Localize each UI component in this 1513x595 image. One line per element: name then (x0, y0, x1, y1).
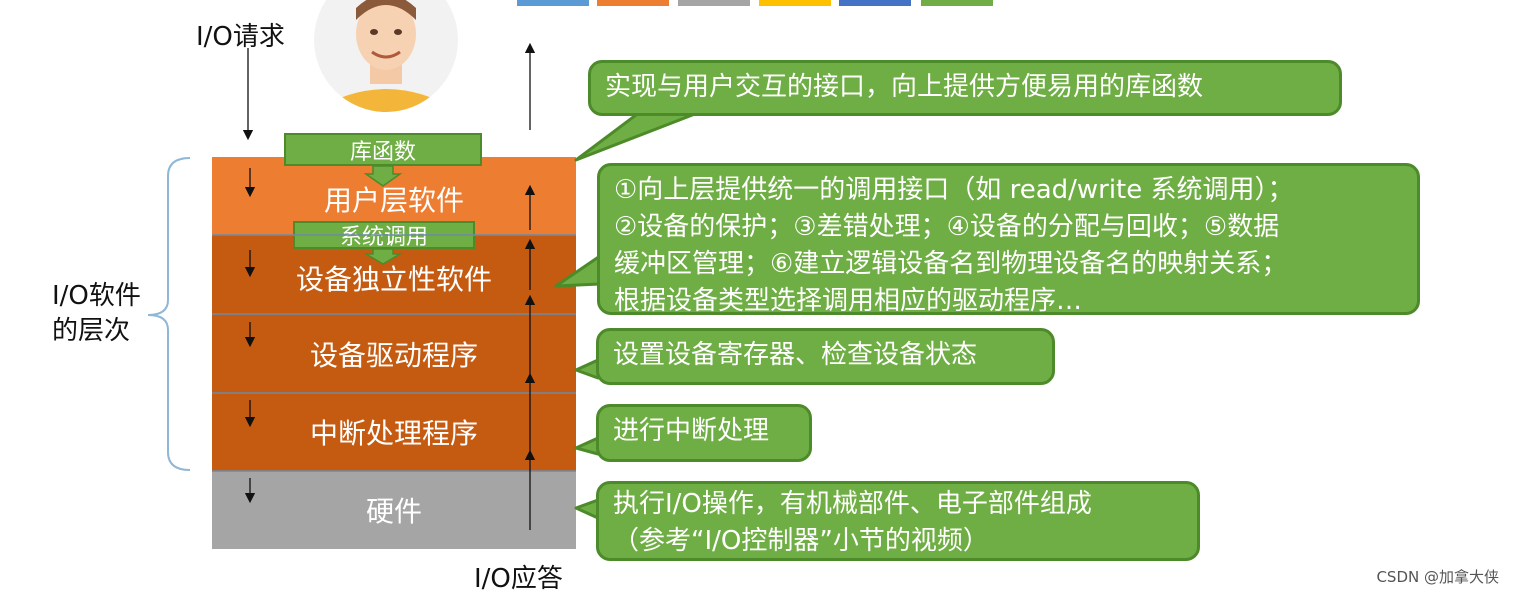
callout-interrupt: 进行中断处理 (596, 404, 812, 462)
watermark-text: CSDN @加拿大侠 (1376, 566, 1499, 587)
callout-line: （参考“I/O控制器”小节的视频） (613, 523, 1183, 560)
callout-line: ①向上层提供统一的调用接口（如 read/write 系统调用）； (614, 172, 1403, 209)
callout-line: 执行I/O操作，有机械部件、电子部件组成 (613, 486, 1183, 523)
callout-line: 缓冲区管理；⑥建立逻辑设备名到物理设备名的映射关系； (614, 246, 1403, 283)
callout-device-independent: ①向上层提供统一的调用接口（如 read/write 系统调用）； ②设备的保护… (597, 163, 1420, 315)
callout-line: 进行中断处理 (613, 413, 795, 450)
callout-line: 实现与用户交互的接口，向上提供方便易用的库函数 (605, 69, 1325, 106)
callout-line: ②设备的保护；③差错处理；④设备的分配与回收；⑤数据 (614, 209, 1403, 246)
callout-line: 设置设备寄存器、检查设备状态 (613, 337, 1038, 374)
callout-line: 根据设备类型选择调用相应的驱动程序… (614, 283, 1403, 320)
callout-hardware: 执行I/O操作，有机械部件、电子部件组成 （参考“I/O控制器”小节的视频） (596, 481, 1200, 561)
callout-user-layer: 实现与用户交互的接口，向上提供方便易用的库函数 (588, 60, 1342, 116)
callout-driver: 设置设备寄存器、检查设备状态 (596, 328, 1055, 385)
